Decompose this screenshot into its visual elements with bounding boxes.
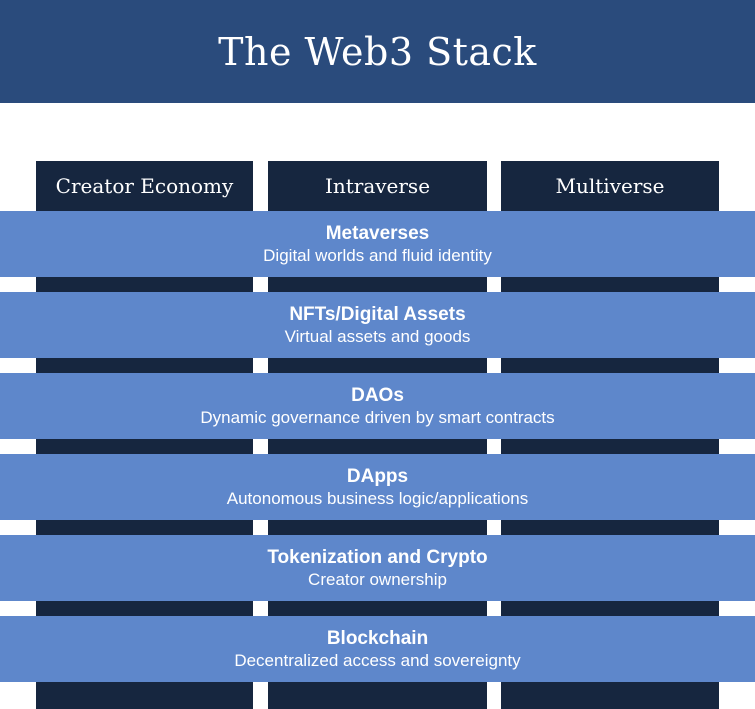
layer-title: NFTs/Digital Assets — [289, 303, 466, 325]
layer-title: Metaverses — [325, 222, 430, 244]
layer-subtitle: Virtual assets and goods — [284, 326, 471, 346]
column-header-1[interactable]: Creator Economy — [36, 161, 253, 210]
layer-subtitle: Decentralized access and sovereignty — [234, 650, 521, 670]
column-header-2[interactable]: Intraverse — [268, 161, 487, 210]
page-title: The Web3 Stack — [218, 29, 537, 74]
layer-subtitle: Digital worlds and fluid identity — [263, 245, 492, 265]
layer-title: DAOs — [351, 384, 404, 406]
title-banner: The Web3 Stack — [0, 0, 755, 103]
layer-subtitle: Dynamic governance driven by smart contr… — [200, 407, 555, 427]
layer-title: Tokenization and Crypto — [267, 546, 488, 568]
layer-subtitle: Autonomous business logic/applications — [226, 488, 529, 508]
column-header-label: Creator Economy — [55, 173, 234, 198]
column-header-label: Intraverse — [324, 173, 431, 198]
column-header-3[interactable]: Multiverse — [501, 161, 719, 210]
column-headers: Creator Economy Intraverse Multiverse — [0, 161, 755, 210]
layer-subtitle: Creator ownership — [308, 569, 447, 589]
layer-title: DApps — [346, 465, 409, 487]
column-header-label: Multiverse — [555, 173, 665, 198]
layer-title: Blockchain — [326, 627, 429, 649]
